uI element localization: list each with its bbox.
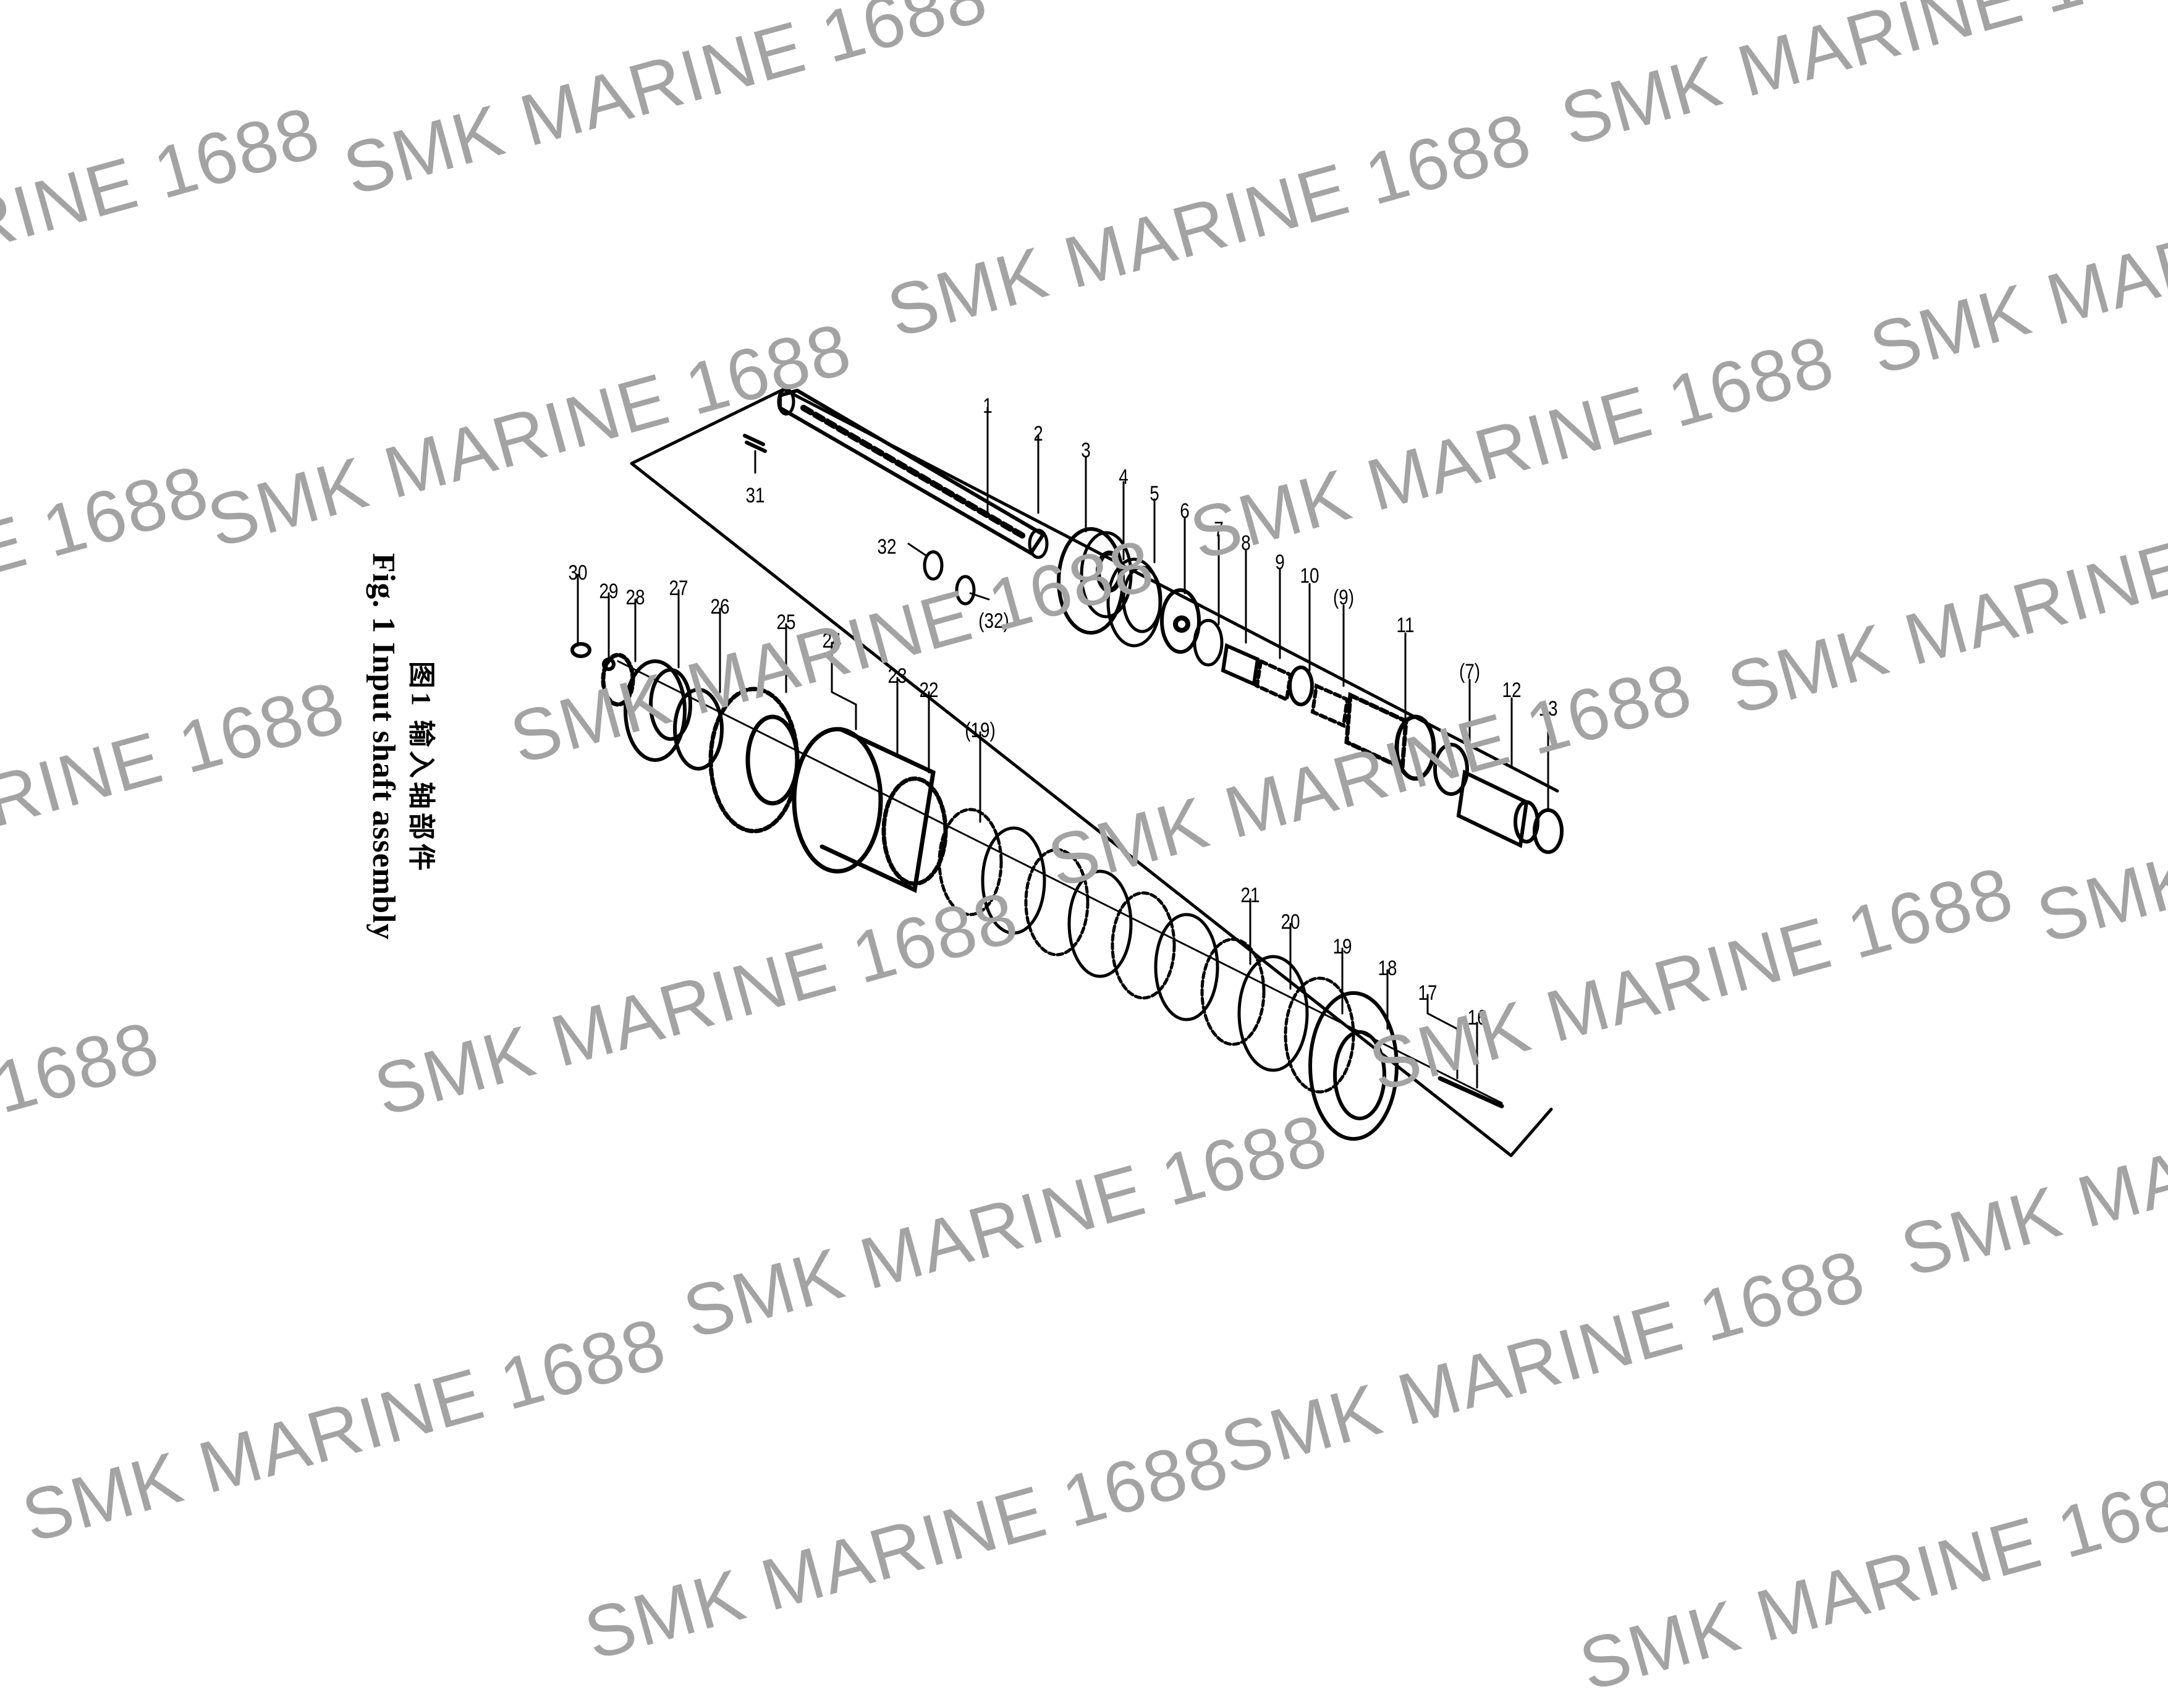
clutch-hub-parts-22-23-24	[792, 727, 948, 894]
figure-caption-english: Fig. 1 Input shaft assembly	[366, 553, 401, 941]
callout-18: 18	[1378, 957, 1397, 980]
input-shaft-exploded-drawing	[570, 387, 1564, 1157]
callout-26: 26	[710, 595, 730, 619]
callout-13: 13	[1538, 697, 1558, 721]
callout-25: 25	[776, 611, 796, 634]
callout-9: 9	[1275, 551, 1285, 574]
ring-part-32	[923, 550, 944, 581]
callout-16: 16	[1467, 1006, 1487, 1029]
callout-4: 4	[1119, 465, 1128, 489]
callout-2: 2	[1033, 422, 1043, 446]
gear-part-25	[708, 687, 800, 834]
callout-3: 3	[1081, 439, 1091, 462]
callout-7-ref: (7)	[1459, 660, 1481, 683]
callout-5: 5	[1150, 482, 1159, 505]
pin-part-31	[743, 434, 767, 453]
lower-axis-line	[617, 660, 1503, 1104]
bearing-part-3	[1057, 527, 1133, 635]
washer-part-5	[1122, 565, 1162, 633]
callout-6: 6	[1180, 499, 1190, 523]
callout-24: 24	[822, 629, 842, 653]
callout-23: 23	[887, 664, 907, 688]
callout-30: 30	[568, 561, 588, 585]
nut-part-28	[601, 653, 635, 707]
assembly-frame	[630, 387, 1559, 1157]
callout-10: 10	[1300, 564, 1319, 588]
callout-31: 31	[745, 484, 765, 507]
callout-32-ref: (32)	[978, 609, 1009, 633]
ring-part-32b	[955, 575, 976, 606]
callout-11: 11	[1396, 614, 1415, 637]
callout-22: 22	[919, 679, 939, 702]
callout-8: 8	[1241, 531, 1251, 555]
callout-28: 28	[625, 586, 645, 609]
needle-bearings-8-9-10	[1221, 643, 1350, 729]
bearing-part-27	[624, 659, 692, 762]
callout-1: 1	[983, 394, 993, 418]
callout-17: 17	[1418, 981, 1438, 1005]
callout-12: 12	[1502, 679, 1522, 702]
input-shaft-part-1	[777, 387, 1049, 559]
callout-20: 20	[1281, 910, 1300, 934]
clutch-disc-stack-19-21	[938, 808, 1355, 1094]
nut-part-13	[1533, 808, 1564, 854]
callout-27: 27	[669, 577, 688, 600]
figure-caption-chinese: 图1 输入轴部件	[406, 661, 436, 874]
callout-9-ref: (9)	[1332, 586, 1355, 609]
callout-32: 32	[877, 535, 897, 559]
gear-part-11	[1344, 691, 1436, 781]
bolt-part-30	[570, 642, 591, 658]
end-plate-part-18	[1308, 991, 1399, 1141]
washer-part-7	[1193, 619, 1224, 667]
callout-29: 29	[599, 580, 619, 603]
sleeve-part-12	[1456, 769, 1539, 848]
washer-part-7b	[1433, 743, 1469, 796]
pin-part-16-17	[1438, 1076, 1504, 1109]
gear-part-6	[1160, 588, 1201, 654]
callout-7: 7	[1214, 518, 1224, 541]
callout-19: 19	[1332, 935, 1352, 958]
callout-19-ref: (19)	[965, 719, 996, 742]
washer-part-26	[673, 688, 724, 771]
callout-21: 21	[1240, 884, 1260, 907]
callout-leader-lines	[577, 407, 1549, 1089]
